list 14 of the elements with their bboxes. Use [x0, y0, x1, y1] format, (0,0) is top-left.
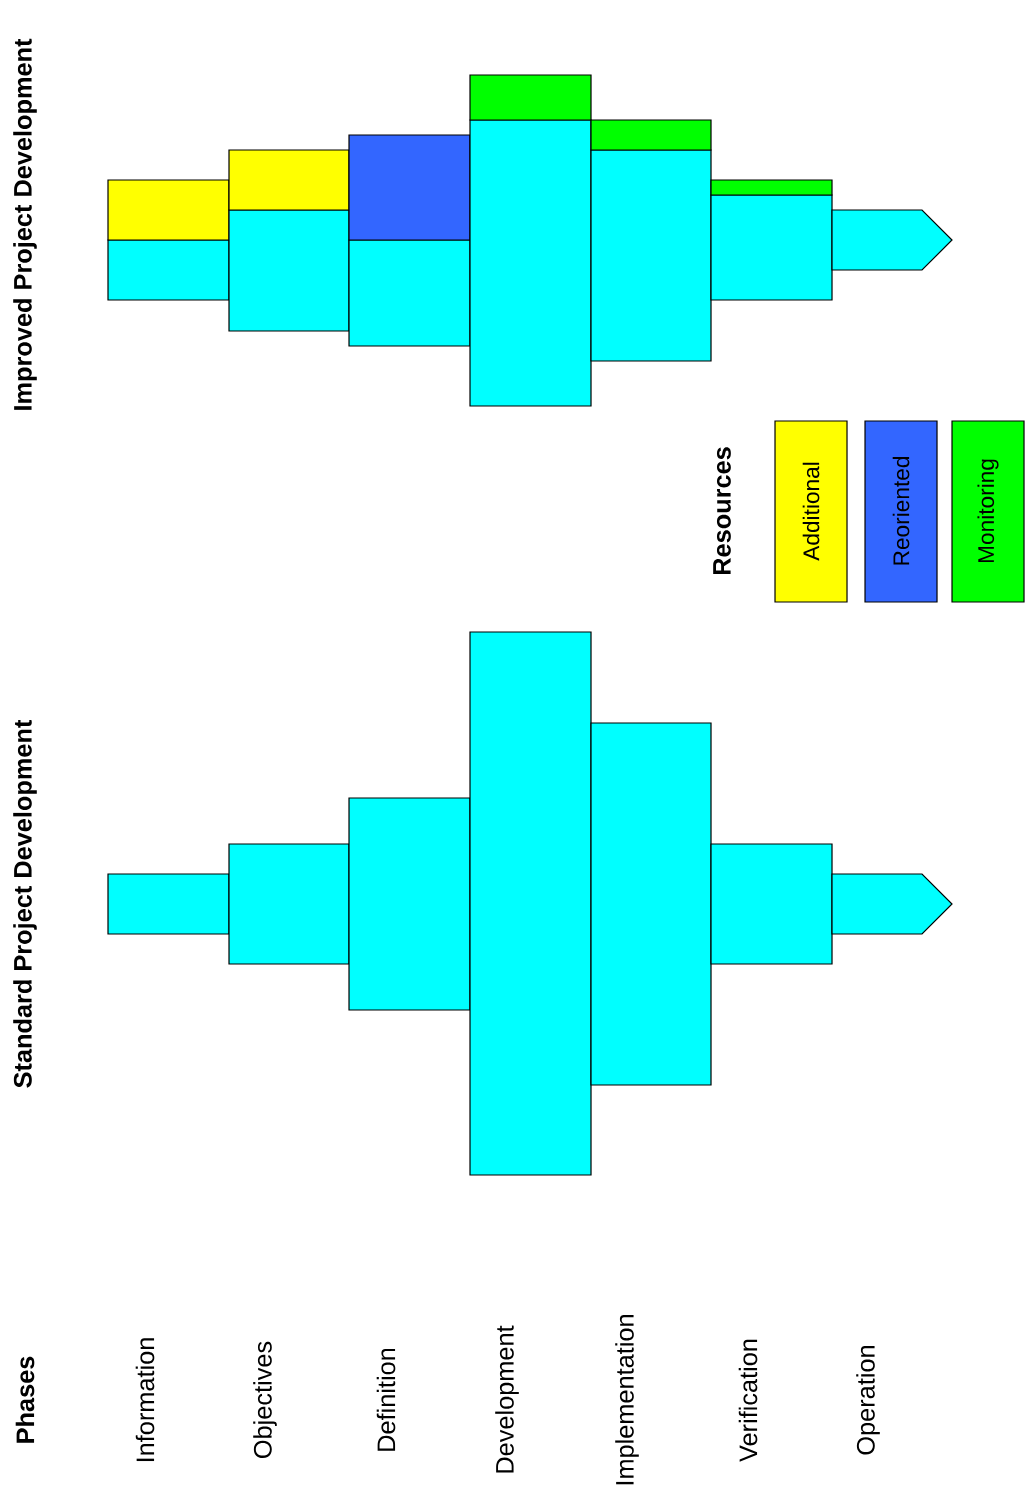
phase-label: Operation: [856, 1346, 880, 1455]
phase-label: Information: [135, 1338, 155, 1462]
phase-label: Verification: [738, 1339, 758, 1462]
column-heading: Phases: [15, 1356, 35, 1443]
phase-label: Implementation: [615, 1315, 639, 1485]
legend-item: Reoriented: [864, 420, 938, 603]
heading: Standard Project Development: [13, 719, 37, 1088]
phase-label: Development: [495, 1325, 519, 1473]
legend-heading: Resources: [713, 447, 731, 575]
phase-label: Definition: [376, 1348, 396, 1451]
legend-item: Additional: [774, 420, 848, 603]
phase-label: Objectives: [253, 1341, 277, 1458]
legend-item: Monitoring: [951, 420, 1025, 603]
heading: Improved Project Development: [13, 38, 37, 410]
